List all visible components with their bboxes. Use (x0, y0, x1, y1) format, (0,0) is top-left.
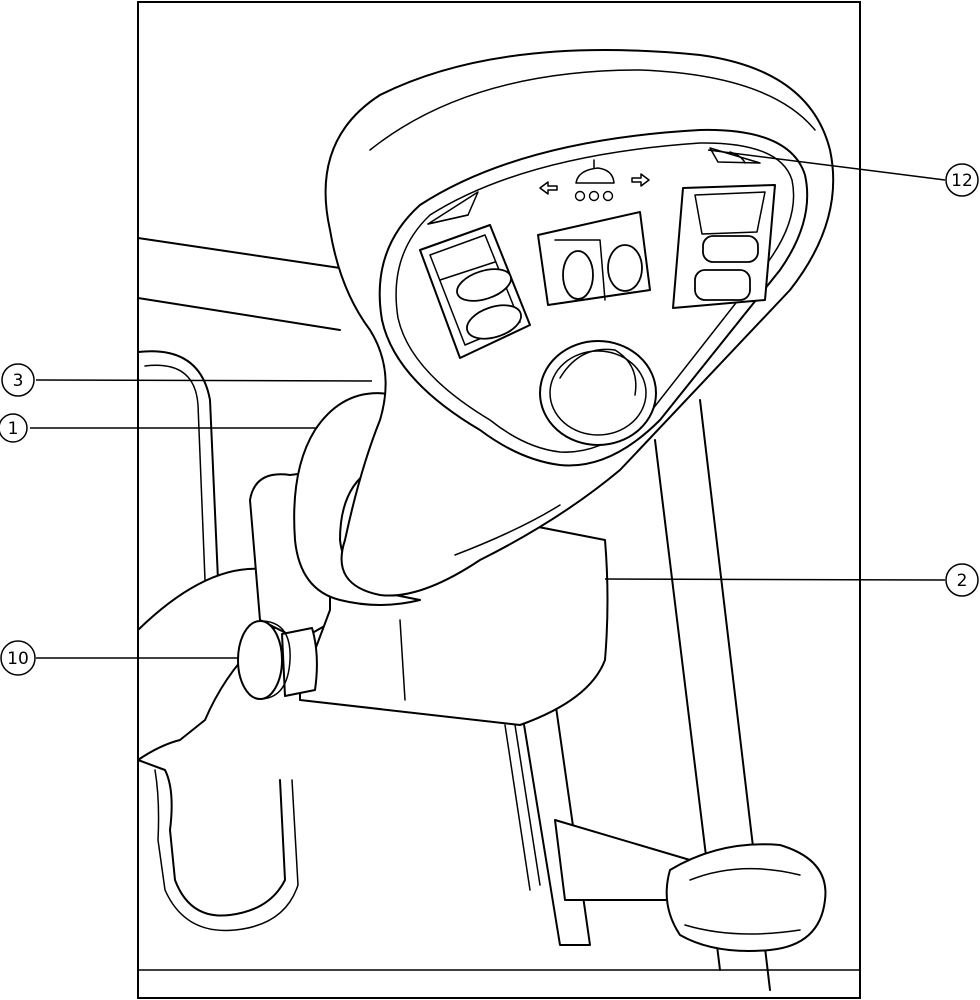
svg-text:2: 2 (957, 571, 968, 591)
callout-2: 2 (945, 563, 979, 597)
pedal (554, 819, 827, 952)
right-button-upper[interactable] (702, 235, 759, 263)
knob[interactable] (237, 620, 318, 700)
left-button-block[interactable] (419, 224, 531, 359)
horn-icon (574, 159, 615, 202)
right-button-block[interactable] (672, 184, 776, 309)
leader-12 (707, 149, 946, 181)
ramp-up-icon (427, 191, 479, 225)
svg-text:10: 10 (7, 649, 29, 669)
leader-2 (604, 578, 946, 581)
right-button-lower[interactable] (694, 269, 751, 301)
thumb-dial[interactable] (539, 340, 657, 446)
arrow-right-icon (631, 173, 650, 187)
center-button-left[interactable] (562, 250, 594, 300)
center-button-block[interactable] (537, 211, 651, 306)
callout-1: 1 (0, 413, 28, 443)
callout-10: 10 (0, 640, 36, 676)
left-button-lower[interactable] (463, 299, 526, 345)
leader-3 (35, 379, 373, 382)
arrow-left-icon (539, 181, 558, 195)
callout-3: 3 (1, 363, 35, 397)
leader-lines (30, 149, 946, 659)
frame (137, 1, 861, 999)
center-button-right[interactable] (607, 244, 643, 292)
left-button-upper[interactable] (453, 263, 515, 307)
svg-text:1: 1 (8, 419, 19, 439)
callout-12: 12 (945, 163, 979, 197)
panel-symbols (427, 147, 761, 225)
svg-text:3: 3 (13, 371, 24, 391)
chassis-rails (137, 237, 771, 991)
svg-text:12: 12 (951, 171, 973, 191)
